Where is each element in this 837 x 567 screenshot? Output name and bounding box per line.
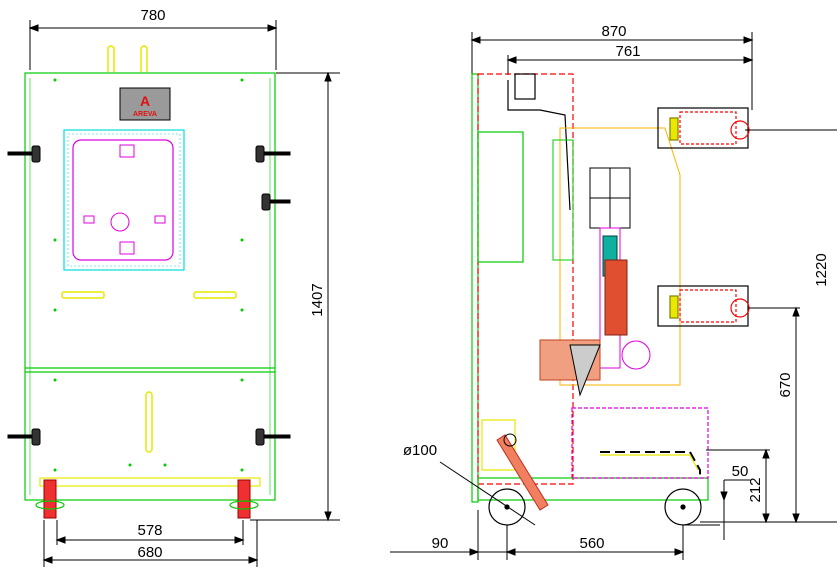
dim-wheel-diameter-label: ø100: [403, 442, 437, 459]
dim-terminal-height-label: 1220: [813, 253, 830, 286]
dim-overall-height: [250, 71, 340, 522]
breaker-mechanism: [539, 127, 681, 397]
dim-wheel-outer-label: 680: [137, 544, 162, 561]
dim-wheel-spacing: [42, 520, 259, 567]
front-view: 780 1407 A AREVA: [7, 7, 340, 567]
front-wheels: [35, 477, 261, 519]
dim-overall-depth-label: 870: [601, 23, 626, 40]
dim-wheel-inner-label: 578: [137, 522, 162, 539]
lifting-lugs: [107, 45, 148, 72]
dim-front-offset-label: 90: [432, 535, 449, 552]
logo-symbol: A: [140, 93, 150, 109]
front-cabinet: [24, 72, 276, 501]
front-rivets: [53, 78, 244, 472]
inspection-window: [63, 129, 185, 271]
terminals: [657, 107, 750, 327]
dim-overall-depth: [470, 32, 754, 110]
dim-overall-height-label: 1407: [309, 283, 326, 316]
dim-overall-width-label: 780: [140, 7, 165, 24]
side-wheels: [488, 488, 702, 526]
dim-overall-width: [28, 20, 278, 70]
front-slots: [61, 291, 237, 453]
dim-lower-terminal-label: 670: [777, 372, 794, 397]
trolley-arm: [481, 419, 701, 511]
logo-text: AREVA: [133, 111, 157, 118]
dim-wheel-offset-label: 50: [732, 463, 749, 480]
side-handles: [7, 145, 291, 446]
dim-depth-terminals-label: 761: [615, 43, 640, 60]
dim-wheel-base: [390, 461, 685, 560]
dim-wheel-base-label: 560: [579, 535, 604, 552]
dim-heights: [683, 129, 837, 540]
dim-floor-to-base-label: 212: [747, 477, 764, 502]
side-view: 870 761: [390, 23, 837, 560]
areva-logo: A AREVA: [119, 87, 171, 121]
